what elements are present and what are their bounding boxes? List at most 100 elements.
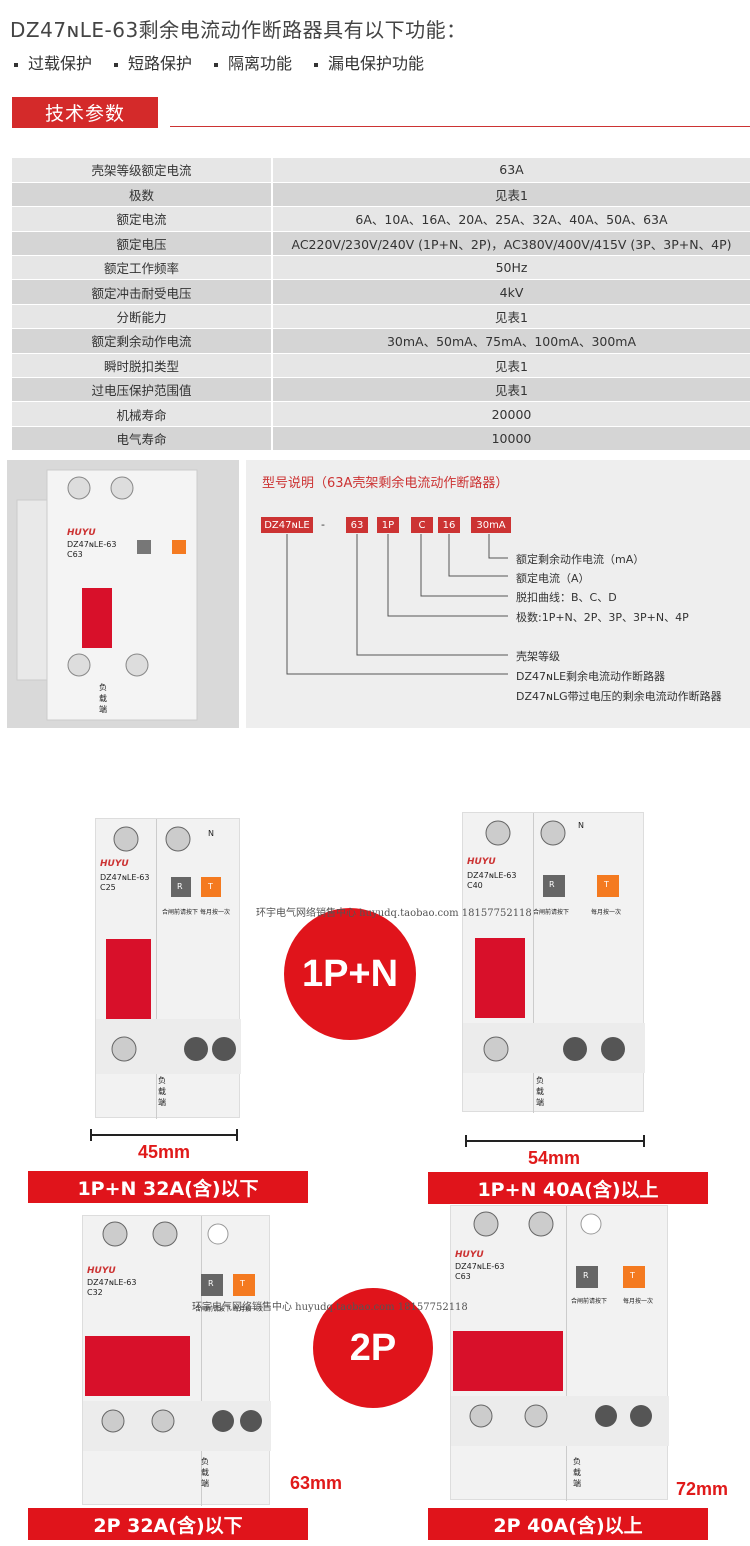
test-t-button: T <box>240 1279 245 1288</box>
monthly-hint: 每月按一次 <box>591 909 622 916</box>
test-t-button: T <box>208 882 213 891</box>
breaker-illustration <box>16 469 198 721</box>
breaker-illustration <box>463 813 645 1113</box>
pole-badge-2p: 2P <box>313 1288 433 1408</box>
model-label: DZ47ɴLE-63 <box>467 871 517 880</box>
close-hint: 合闸前请按下 <box>162 909 199 916</box>
breaker-2p-32a: HUYU DZ47ɴLE-63 C32 R T 合闸前请按下 每月按一次 负载端 <box>82 1215 271 1506</box>
pole-badge-1pn: 1P+N <box>284 908 416 1040</box>
brand-logo: HUYU <box>100 859 129 869</box>
monthly-hint: 每月按一次 <box>200 909 231 916</box>
explanation-item: DZ47ɴLG带过电压的剩余电流动作断路器 <box>516 690 722 703</box>
neutral-label: N <box>208 829 214 838</box>
test-t-button: T <box>630 1271 635 1280</box>
rating-label: C40 <box>467 881 483 890</box>
feature-item: 短路保护 <box>114 50 192 74</box>
feature-list: 过载保护 短路保护 隔离功能 漏电保护功能 <box>14 50 424 74</box>
table-row: 瞬时脱扣类型见表1 <box>12 353 750 379</box>
rating-label: C63 <box>67 550 83 559</box>
page-title: DZ47ɴLE-63剩余电流动作断路器具有以下功能： <box>10 18 467 42</box>
close-hint: 合闸前请按下 <box>571 1298 608 1305</box>
breaker-illustration <box>451 1206 669 1501</box>
brand-logo: HUYU <box>67 528 96 538</box>
neutral-label: N <box>578 821 584 830</box>
monthly-hint: 每月按一次 <box>623 1298 654 1305</box>
load-label: 负载端 <box>158 1076 166 1107</box>
width-dimension: 54mm <box>528 1148 581 1168</box>
section-divider <box>170 126 750 127</box>
model-label: DZ47ɴLE-63 <box>87 1278 137 1287</box>
variant-banner: 2P 32A(含)以下 <box>28 1508 308 1540</box>
variant-banner: 2P 40A(含)以上 <box>428 1508 708 1540</box>
brand-logo: HUYU <box>87 1266 116 1276</box>
feature-item: 漏电保护功能 <box>314 50 424 74</box>
dimension-ruler <box>465 1135 645 1147</box>
rating-label: C63 <box>455 1272 471 1281</box>
breaker-illustration <box>96 819 241 1119</box>
test-r-button: R <box>583 1271 589 1280</box>
table-row: 过电压保护范围值见表1 <box>12 377 750 403</box>
model-connector-lines <box>286 534 508 675</box>
product-photo: HUYU DZ47ɴLE-63 C63 负载端 <box>7 460 239 728</box>
model-label: DZ47ɴLE-63 <box>100 873 150 882</box>
feature-item: 过载保护 <box>14 50 92 74</box>
load-label: 负载端 <box>99 683 107 714</box>
close-hint: 合闸前请按下 <box>533 909 570 916</box>
explanation-item: DZ47ɴLE剩余电流动作断路器 <box>516 670 666 683</box>
explanation-item: 壳架等级 <box>516 650 560 663</box>
model-label: DZ47ɴLE-63 <box>455 1262 505 1271</box>
watermark-text: 环宇电气网络销售中心 huyudq.taobao.com 18157752118 <box>192 1302 468 1313</box>
breaker-illustration <box>83 1216 271 1506</box>
code-dash: - <box>321 518 325 531</box>
width-dimension: 72mm <box>676 1479 729 1499</box>
model-label: DZ47ɴLE-63 <box>67 540 117 549</box>
code-box: 63 <box>346 517 368 533</box>
width-dimension: 63mm <box>290 1473 343 1493</box>
variant-banner: 1P+N 40A(含)以上 <box>428 1172 708 1204</box>
explanation-item: 脱扣曲线：B、C、D <box>516 591 617 604</box>
table-row: 分断能力见表1 <box>12 304 750 330</box>
test-t-button: T <box>604 880 609 889</box>
explanation-item: 额定剩余动作电流（mA） <box>516 553 645 566</box>
watermark-text: 环宇电气网络销售中心 huyudq.taobao.com 18157752118 <box>256 908 532 919</box>
breaker-1pn-40a: HUYU DZ47ɴLE-63 C40 R T 合闸前请按下 每月按一次 N 负… <box>462 812 645 1113</box>
test-r-button: R <box>549 880 555 889</box>
rating-label: C25 <box>100 883 116 892</box>
table-row: 极数见表1 <box>12 182 750 208</box>
monthly-hint: 每月按一次 <box>233 1306 264 1313</box>
brand-logo: HUYU <box>467 857 496 867</box>
explanation-item: 极数:1P+N、2P、3P、3P+N、4P <box>516 611 689 624</box>
test-r-button: R <box>208 1279 214 1288</box>
code-box: 16 <box>438 517 460 533</box>
explanation-item: 额定电流（A） <box>516 572 590 585</box>
model-title: 型号说明（63A壳架剩余电流动作断路器） <box>262 476 509 491</box>
load-label: 负载端 <box>573 1457 581 1488</box>
test-r-button: R <box>177 882 183 891</box>
brand-logo: HUYU <box>455 1250 484 1260</box>
breaker-2p-40a: HUYU DZ47ɴLE-63 C63 R T 合闸前请按下 每月按一次 负载端 <box>450 1205 669 1501</box>
rating-label: C32 <box>87 1288 103 1297</box>
code-box: C <box>411 517 433 533</box>
model-explanation-panel: 型号说明（63A壳架剩余电流动作断路器） DZ47ɴLE - 63 1P C 1… <box>246 460 750 728</box>
breaker-1pn-32a: HUYU DZ47ɴLE-63 C25 R T 合闸前请按下 每月按一次 N 负… <box>95 818 241 1119</box>
code-box: 1P <box>377 517 399 533</box>
dimension-ruler <box>90 1129 238 1141</box>
feature-item: 隔离功能 <box>214 50 292 74</box>
load-label: 负载端 <box>536 1076 544 1107</box>
code-box: 30mA <box>471 517 511 533</box>
close-hint: 合闸前请按下 <box>195 1306 232 1313</box>
width-dimension: 45mm <box>138 1142 191 1162</box>
variant-banner: 1P+N 32A(含)以下 <box>28 1171 308 1203</box>
code-box: DZ47ɴLE <box>261 517 313 533</box>
section-tab-tech-params: 技术参数 <box>12 97 158 128</box>
load-label: 负载端 <box>201 1457 209 1488</box>
